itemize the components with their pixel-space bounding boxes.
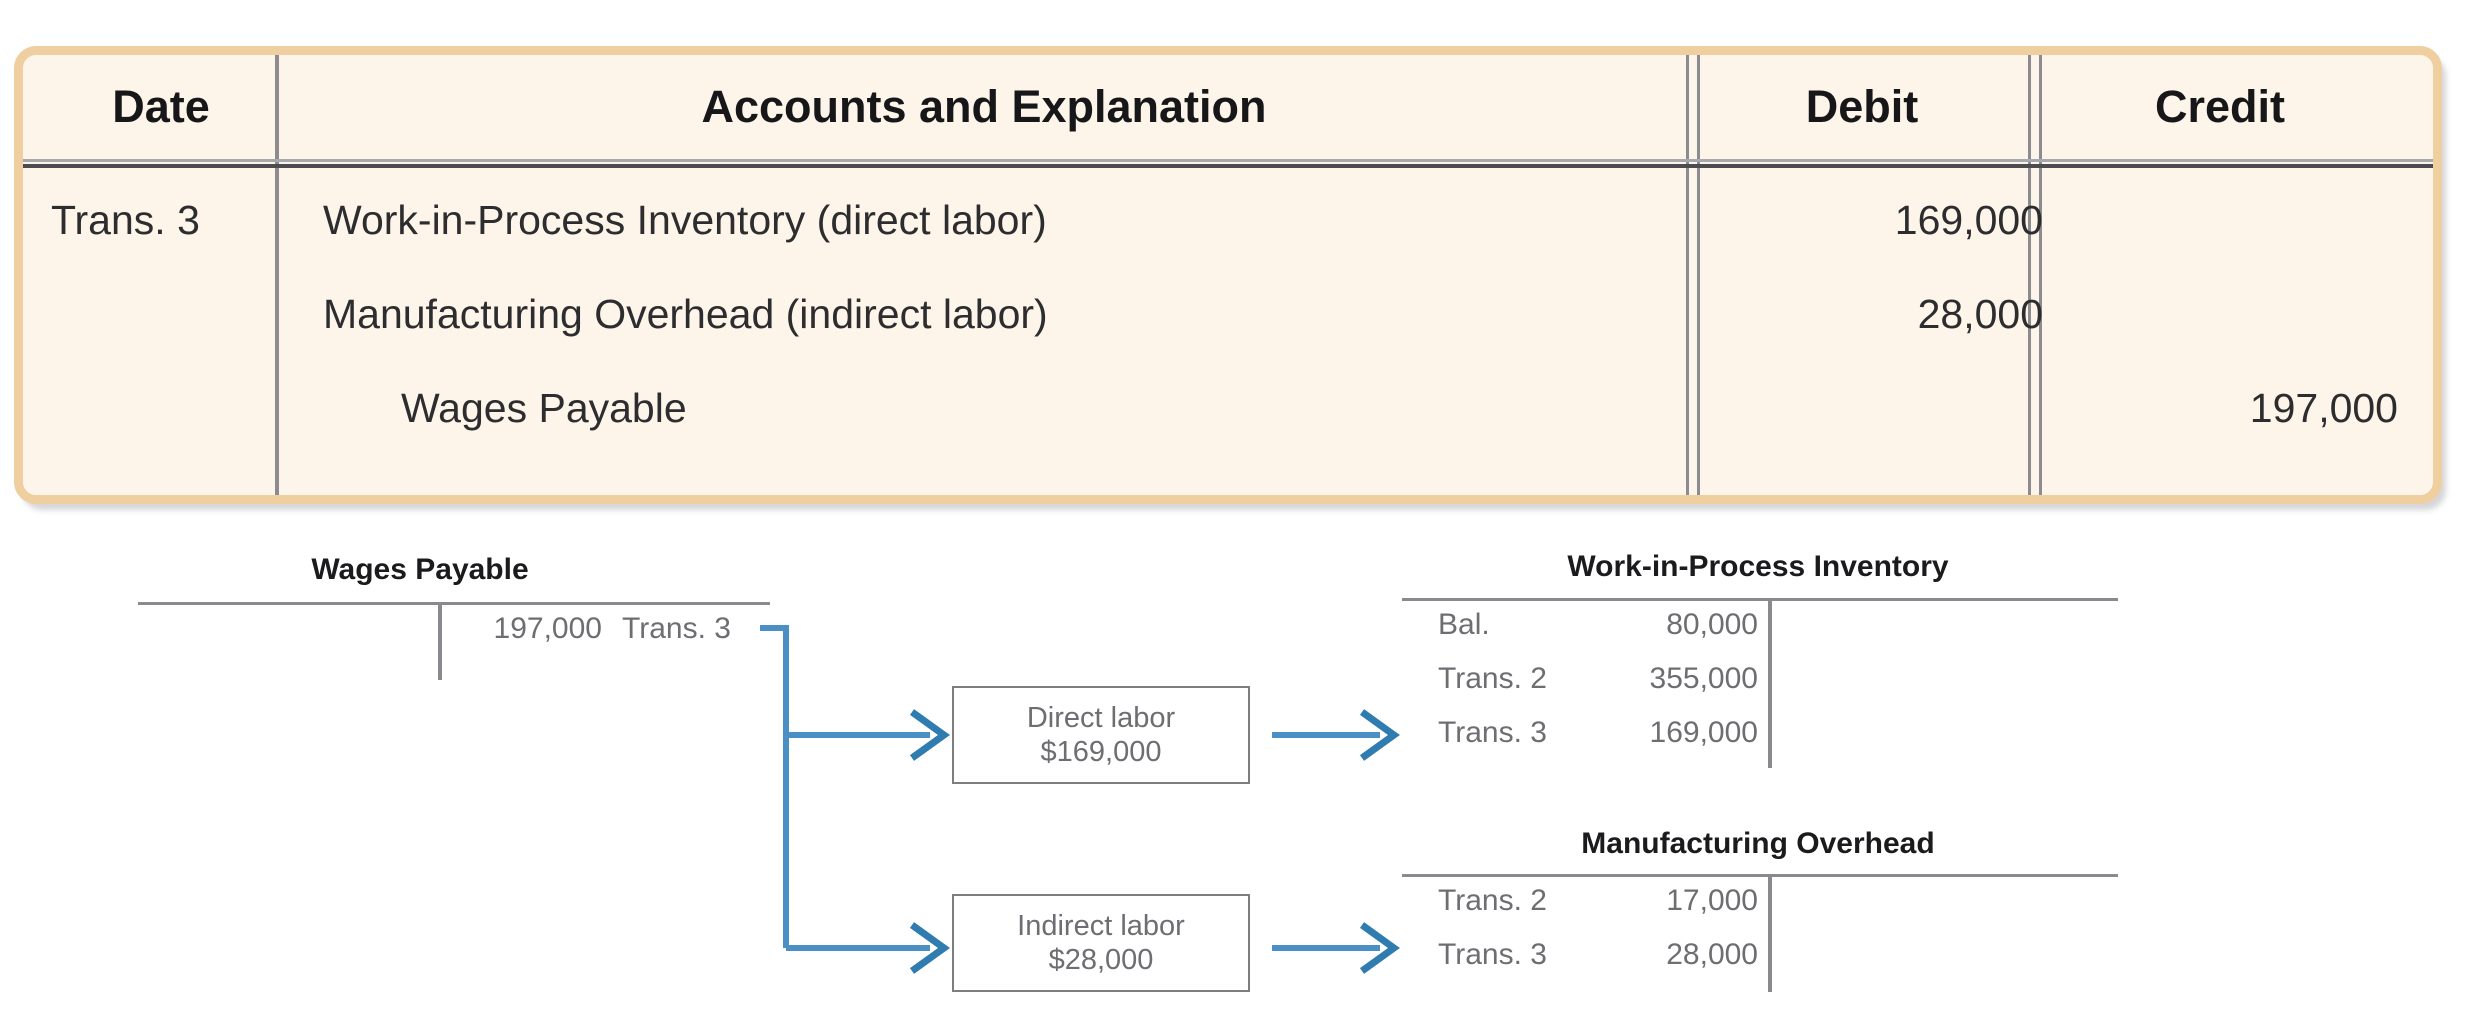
indirect-labor-box: Indirect labor $28,000 [952, 894, 1250, 992]
t-account-debit-amount: 169,000 [1649, 716, 1758, 749]
t-account-debit-amount: 28,000 [1666, 938, 1758, 971]
t-account-stem [438, 602, 442, 680]
row-debit: 169,000 [1894, 197, 2043, 243]
arrowhead-wip [1359, 709, 1400, 761]
t-account-debit-label: Trans. 2 [1438, 662, 1547, 695]
arrowhead-indirect-labor [909, 922, 950, 974]
arrowhead-moh [1359, 922, 1400, 974]
t-account-stem [1768, 874, 1772, 992]
row-credit: 197,000 [2249, 385, 2398, 431]
t-account-title: Work-in-Process Inventory [1567, 550, 1949, 583]
t-account-debit-amount: 17,000 [1666, 884, 1758, 917]
column-divider-credit [2028, 55, 2042, 495]
t-account-title: Manufacturing Overhead [1581, 827, 1935, 860]
t-account-credit-amount: 197,000 [493, 612, 602, 645]
column-divider-debit [1686, 55, 1700, 495]
direct-labor-title: Direct labor [1026, 702, 1176, 734]
connector-trunk [760, 625, 789, 948]
t-account-title: Wages Payable [311, 553, 529, 586]
row-account: Wages Payable [401, 385, 687, 431]
column-header-accounts: Accounts and Explanation [701, 81, 1267, 132]
row-debit: 28,000 [1917, 291, 2043, 337]
direct-labor-box: Direct labor $169,000 [952, 686, 1250, 784]
t-account-debit-label: Trans. 3 [1438, 716, 1547, 749]
row-account: Work-in-Process Inventory (direct labor) [323, 197, 1047, 243]
t-account-debit-amount: 355,000 [1649, 662, 1758, 695]
row-account: Manufacturing Overhead (indirect labor) [323, 291, 1048, 337]
t-account-debit-label: Trans. 2 [1438, 884, 1547, 917]
column-header-date: Date [112, 81, 210, 132]
t-account-credit-label: Trans. 3 [622, 612, 731, 645]
indirect-labor-amount: $28,000 [1048, 944, 1154, 976]
t-account-top-rule [1402, 598, 2118, 601]
table-row: Wages Payable 197,000 [23, 365, 2433, 451]
column-divider-date [275, 55, 279, 495]
indirect-labor-title: Indirect labor [1017, 910, 1185, 942]
journal-entry-table: Date Accounts and Explanation Debit Cred… [14, 46, 2442, 504]
column-header-debit: Debit [1805, 81, 1919, 132]
column-header-credit: Credit [2154, 81, 2285, 132]
t-account-stem [1768, 598, 1772, 768]
t-account-top-rule [138, 602, 770, 605]
table-row: Manufacturing Overhead (indirect labor) … [23, 271, 2433, 357]
t-account-debit-amount: 80,000 [1666, 608, 1758, 641]
t-account-debit-label: Trans. 3 [1438, 938, 1547, 971]
row-date: Trans. 3 [51, 197, 200, 243]
arrowhead-direct-labor [909, 709, 950, 761]
direct-labor-amount: $169,000 [1040, 736, 1162, 768]
t-account-debit-label: Bal. [1438, 608, 1490, 641]
header-rule [23, 159, 2433, 168]
t-account-top-rule [1402, 874, 2118, 877]
table-row: Trans. 3 Work-in-Process Inventory (dire… [23, 177, 2433, 263]
